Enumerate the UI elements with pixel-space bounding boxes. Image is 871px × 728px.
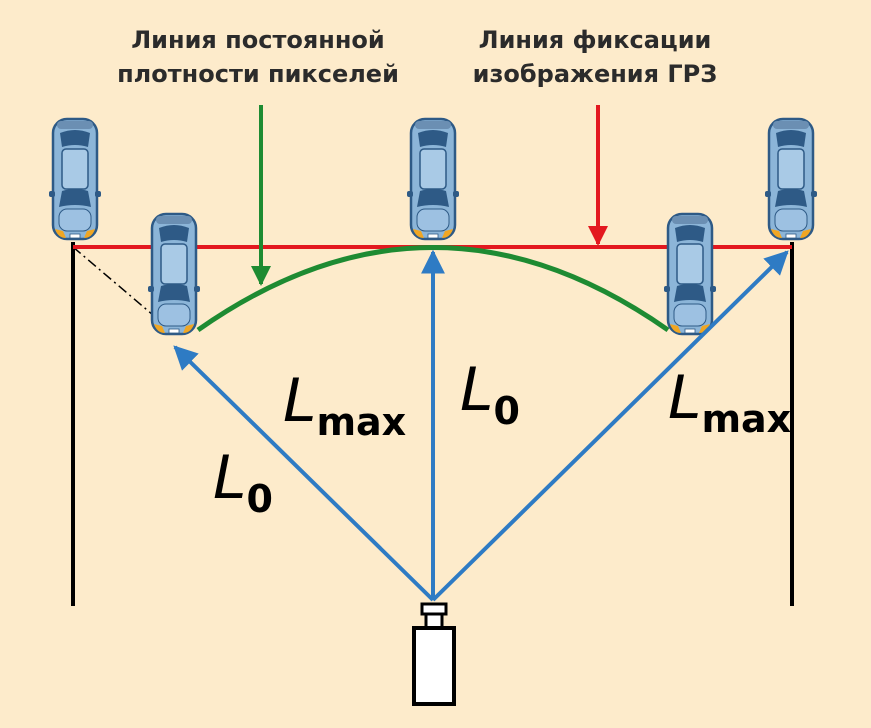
vector-left-near	[173, 345, 435, 602]
fixation-label-line1: Линия фиксации	[479, 26, 712, 54]
car-right-far	[763, 117, 819, 241]
fixation-label-line2: изображения ГРЗ	[473, 60, 718, 88]
label-L0-center: L0	[460, 355, 520, 433]
density-label-line2: плотности пикселей	[117, 60, 399, 88]
label-Lmax-left: Lmax	[283, 366, 406, 444]
car-left-near	[146, 212, 202, 336]
camera-icon	[412, 602, 456, 706]
vector-right-far	[431, 250, 789, 602]
density-label-line1: Линия постоянной	[131, 26, 385, 54]
density-arc	[196, 245, 670, 333]
car-left-far	[47, 117, 103, 241]
label-Lmax-right: Lmax	[668, 363, 791, 441]
label-L0-left: L0	[213, 443, 273, 521]
car-right-near	[662, 212, 718, 336]
car-center	[405, 117, 461, 241]
